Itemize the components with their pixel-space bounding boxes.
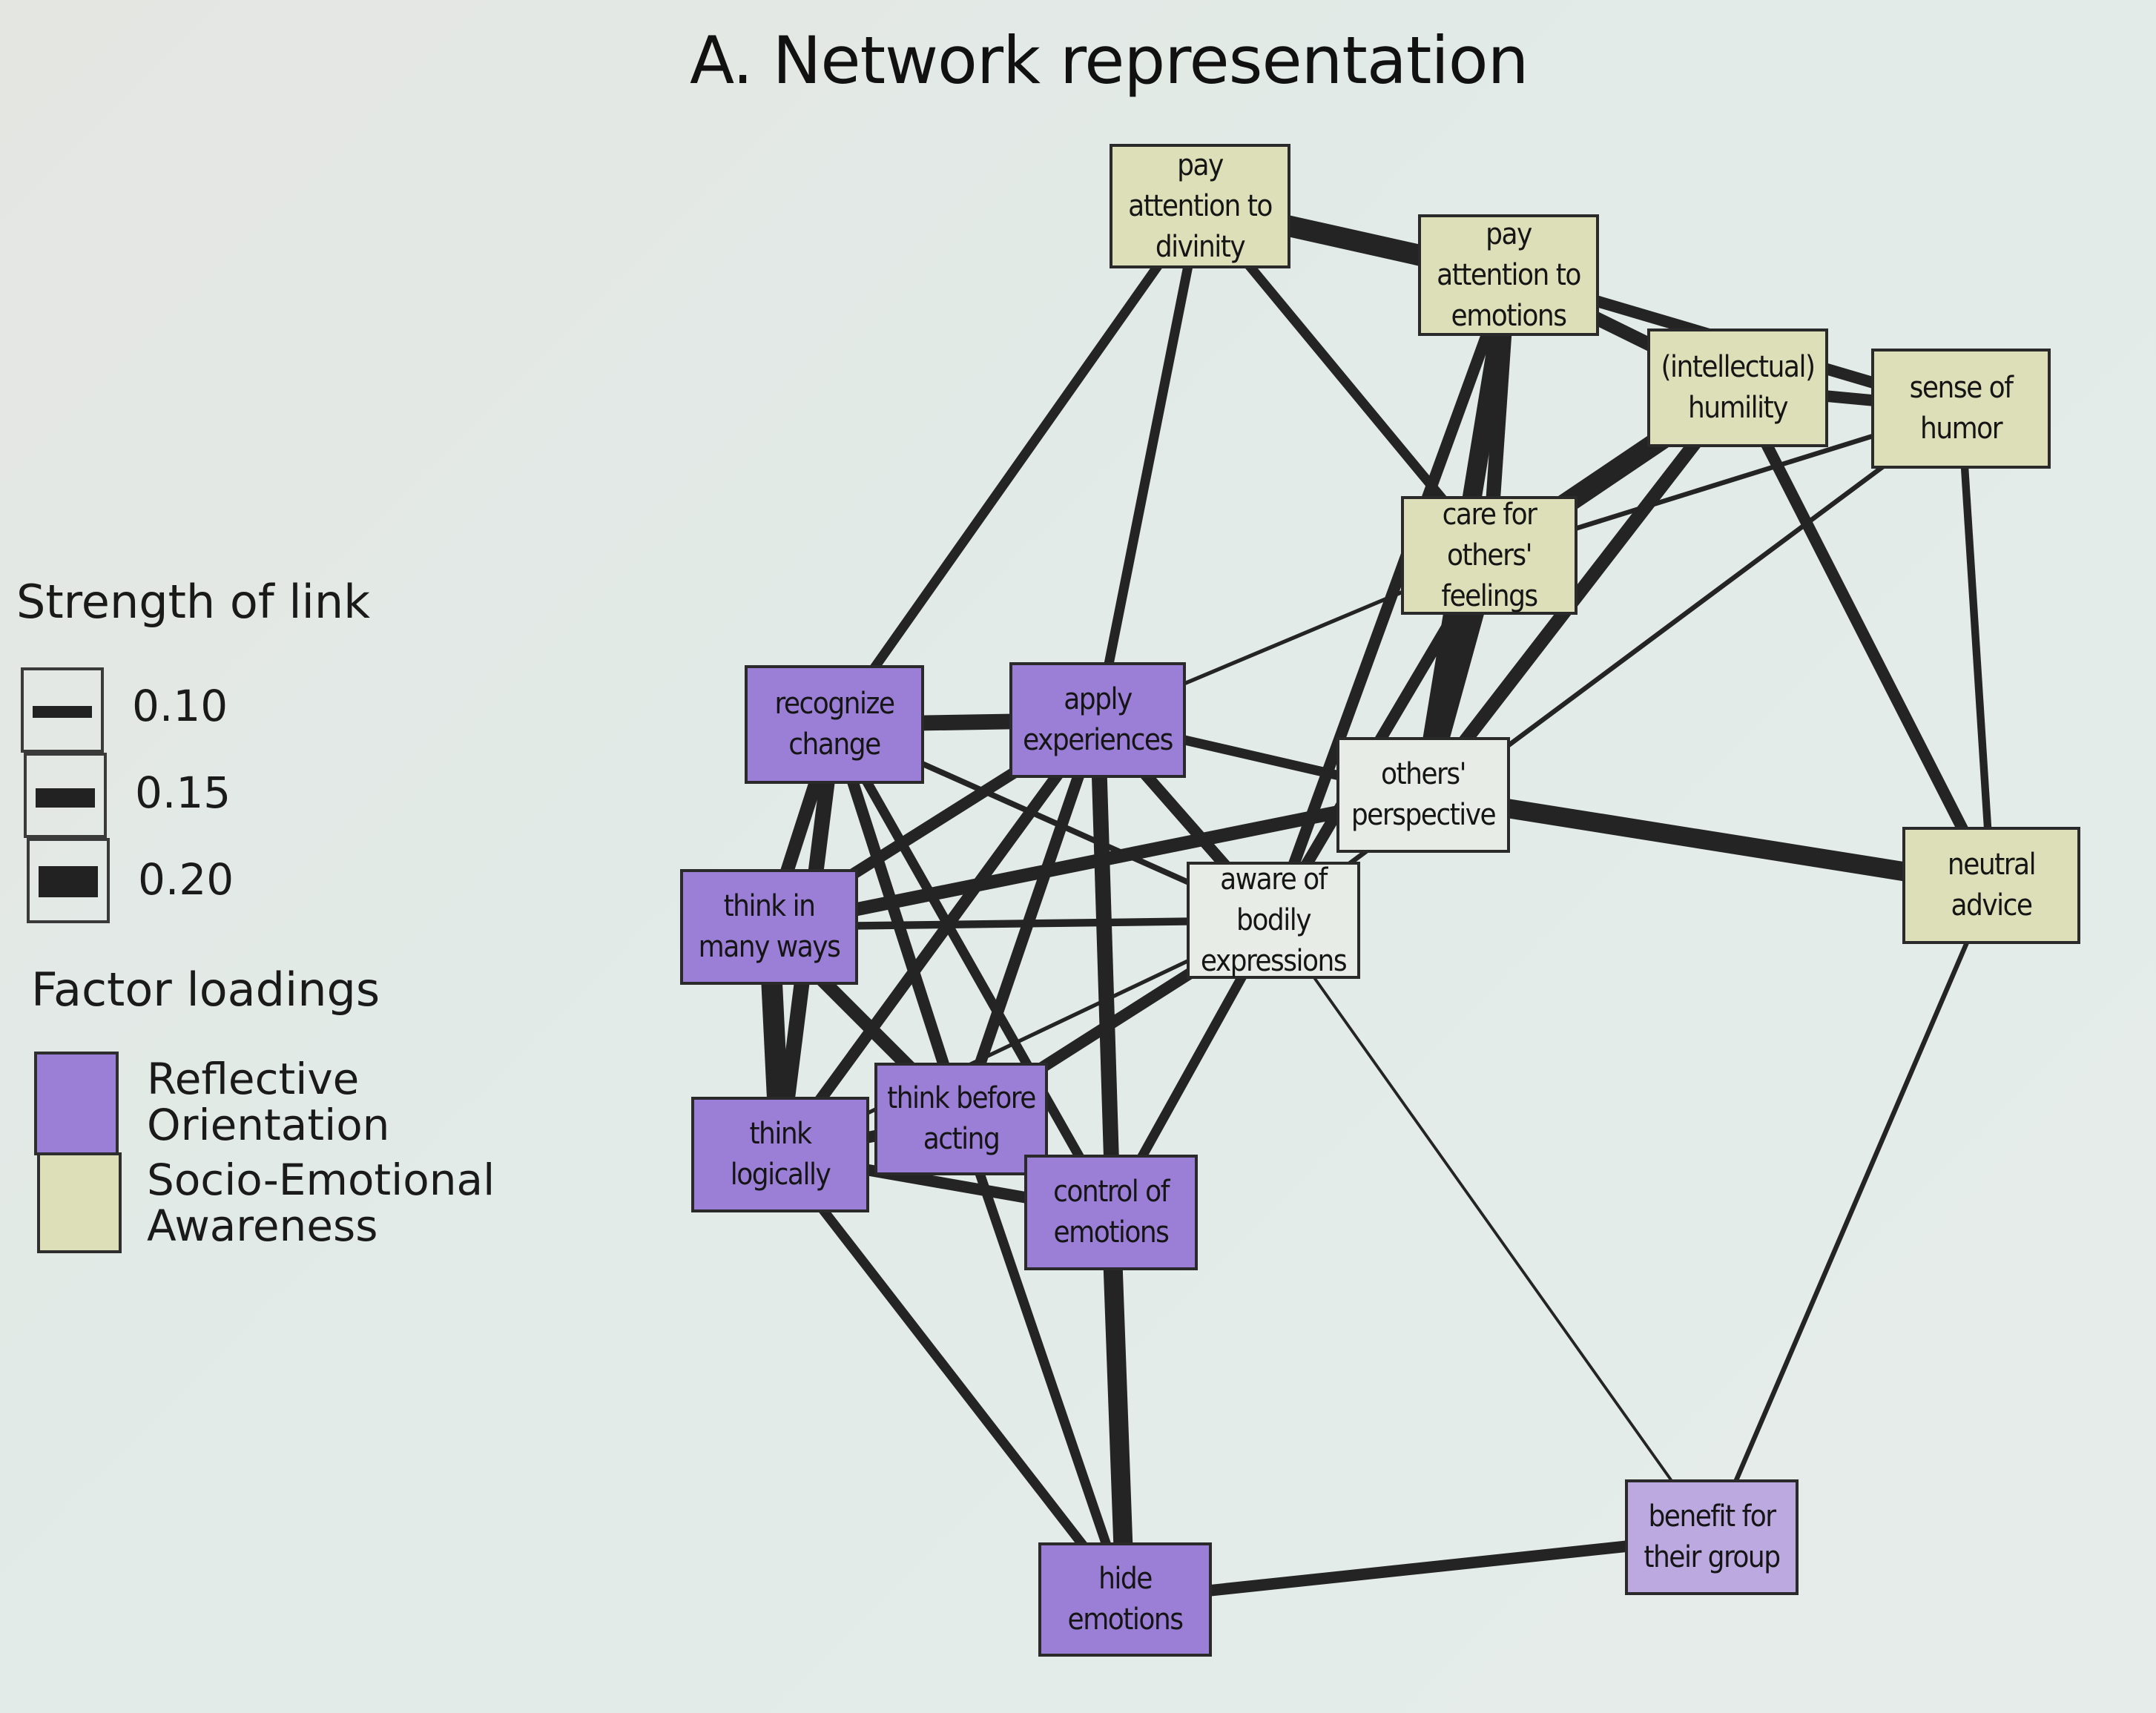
- edge-divinity-recognize: [830, 203, 1204, 727]
- node-care: care for others' feelings: [1401, 496, 1578, 615]
- edge-hide-benefit: [1124, 1531, 1712, 1605]
- node-label: benefit for their group: [1644, 1499, 1781, 1574]
- edge-humor-neutral_advice: [1956, 408, 1996, 886]
- edge-apply-before_acting: [955, 718, 1104, 1121]
- node-label: pay attention to divinity: [1128, 148, 1273, 264]
- edge-humility-perspective: [1417, 383, 1744, 799]
- edge-divinity-apply: [1092, 205, 1205, 722]
- legend-label-reflective: Reflective Orientation: [147, 1054, 390, 1150]
- legend-line-010: [33, 706, 92, 718]
- node-label: sense of humor: [1909, 371, 2014, 446]
- node-label: aware of bodily expressions: [1200, 862, 1348, 978]
- node-label: think logically: [730, 1117, 831, 1192]
- edge-perspective-neutral_advice: [1421, 785, 1994, 895]
- node-before-acting: think before acting: [874, 1063, 1048, 1175]
- legend-swatch-reflective: [34, 1052, 119, 1155]
- node-many-ways: think in many ways: [680, 869, 858, 985]
- node-label: pay attention to emotions: [1437, 217, 1581, 333]
- node-label: neutral advice: [1947, 848, 2037, 922]
- legend-strength-label: 0.15: [135, 768, 231, 818]
- edge-before_acting-hide: [956, 1117, 1130, 1602]
- legend-swatch-socio-emotional: [37, 1152, 122, 1253]
- node-att-emotions: pay attention to emotions: [1418, 214, 1599, 336]
- figure-title: A. Network representation: [690, 22, 1529, 99]
- edge-bodily-benefit: [1272, 919, 1713, 1539]
- node-neutral-advice: neutral advice: [1902, 827, 2080, 944]
- legend-factor-title: Factor loadings: [31, 963, 380, 1017]
- node-label: recognize change: [774, 687, 895, 762]
- legend-strength-swatch-010: [21, 667, 104, 753]
- node-recognize: recognize change: [745, 665, 924, 784]
- node-label: care for others' feelings: [1441, 497, 1538, 613]
- legend-label-socio-emotional: Socio-Emotional Awareness: [147, 1155, 495, 1251]
- node-apply: apply experiences: [1009, 662, 1186, 778]
- node-benefit: benefit for their group: [1625, 1479, 1799, 1595]
- node-perspective: others' perspective: [1336, 737, 1510, 853]
- edge-apply-logically: [775, 716, 1103, 1158]
- node-bodily: aware of bodily expressions: [1187, 862, 1360, 979]
- legend-strength-label: 0.10: [132, 681, 228, 731]
- edge-humility-neutral_advice: [1733, 385, 1997, 888]
- edge-control-hide: [1101, 1212, 1135, 1600]
- legend-strength-label: 0.20: [138, 854, 234, 905]
- node-label: think in many ways: [698, 889, 841, 964]
- edge-recognize-control: [830, 722, 1115, 1215]
- legend-strength-swatch-015: [24, 753, 107, 838]
- node-control: control of emotions: [1024, 1155, 1198, 1270]
- node-label: (intellectual) humility: [1661, 350, 1816, 425]
- node-divinity: pay attention to divinity: [1110, 144, 1290, 268]
- node-label: control of emotions: [1053, 1175, 1170, 1250]
- legend-strength-title: Strength of link: [16, 575, 371, 629]
- node-humility: (intellectual) humility: [1647, 329, 1828, 447]
- legend-strength-swatch-020: [27, 838, 110, 923]
- node-label: think before acting: [887, 1081, 1036, 1156]
- node-humor: sense of humor: [1871, 349, 2051, 469]
- node-label: others' perspective: [1351, 757, 1497, 832]
- node-label: apply experiences: [1023, 682, 1173, 757]
- edge-benefit-neutral_advice: [1710, 884, 1994, 1539]
- node-label: hide emotions: [1067, 1562, 1184, 1637]
- legend-line-020: [39, 866, 98, 897]
- node-hide: hide emotions: [1038, 1542, 1212, 1657]
- edge-logically-hide: [776, 1152, 1130, 1603]
- legend-line-015: [36, 788, 95, 808]
- node-logically: think logically: [691, 1097, 869, 1212]
